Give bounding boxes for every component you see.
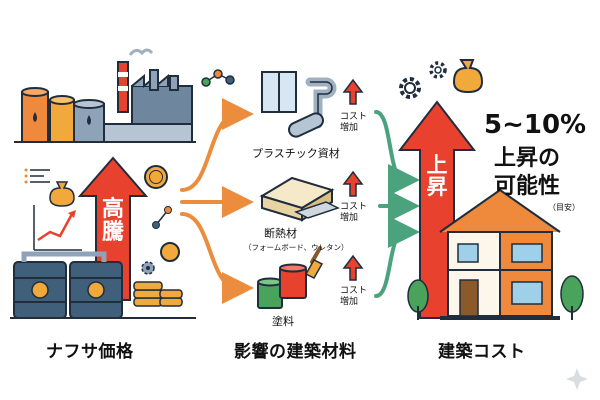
material-sub-insulation: （フォームボード、ウレタン）: [244, 243, 349, 252]
cost-up-arrow: [342, 170, 364, 197]
gear-icon: [399, 77, 421, 99]
rising-chart-icon: [24, 168, 82, 251]
house-icon: [439, 188, 561, 320]
result-percent: 5~10%: [484, 110, 587, 140]
molecule-icon: [201, 69, 235, 87]
vertical-char: 昇: [426, 175, 448, 200]
construction-cost-label: 建築コスト: [438, 342, 526, 362]
vertical-char: 上: [426, 153, 448, 177]
cost-up-arrow: [342, 78, 364, 105]
result-note: （目安）: [548, 203, 580, 212]
rise-label: 上昇: [422, 154, 452, 198]
paint-can-icon: [257, 246, 324, 309]
vertical-char: 高: [101, 197, 124, 222]
pipe-window-icon: [261, 71, 337, 138]
flow-arrows-right: [374, 110, 420, 298]
gear-icon: [429, 61, 447, 79]
material-name-insulation: 断熱材: [264, 227, 297, 240]
factory-icon: [14, 48, 196, 143]
result-line-possibility: 可能性: [494, 174, 561, 199]
cost-increase-badge: コスト 増加: [340, 286, 367, 308]
surge-text: 高騰: [98, 198, 128, 244]
gear-icon: [141, 261, 155, 275]
cost-increase-text: コスト 増加: [340, 286, 368, 307]
sparkle-icon: [566, 368, 588, 390]
rise-text: 上昇: [422, 154, 452, 198]
flow-arrows-left: [180, 98, 254, 304]
cost-up-arrow: [342, 254, 364, 281]
coin-stack-icon: [133, 281, 183, 307]
tree-icon: [407, 275, 584, 320]
cost-increase-badge: コスト 増加: [340, 112, 367, 134]
money-bag-icon: [452, 59, 484, 94]
oil-drum-icon: [10, 251, 196, 319]
surge-label: 高騰: [98, 198, 128, 244]
insulation-board-icon: [259, 176, 340, 222]
material-name-plastic: プラスチック資材: [252, 147, 340, 160]
cost-increase-text: コスト 増加: [340, 202, 368, 223]
coin-icon: [160, 242, 180, 262]
materials-label: 影響の建築材料: [234, 342, 357, 362]
money-bag-icon: [49, 181, 75, 207]
vertical-char: 騰: [101, 220, 124, 246]
cost-increase-text: コスト 増加: [340, 112, 368, 133]
coin-icon: [144, 165, 168, 189]
molecule-icon: [152, 206, 172, 229]
naphtha-price-label: ナフサ価格: [46, 342, 134, 362]
result-line-rise: 上昇の: [494, 146, 561, 171]
material-name-paint: 塗料: [272, 315, 294, 328]
cost-increase-badge: コスト 増加: [340, 202, 367, 224]
